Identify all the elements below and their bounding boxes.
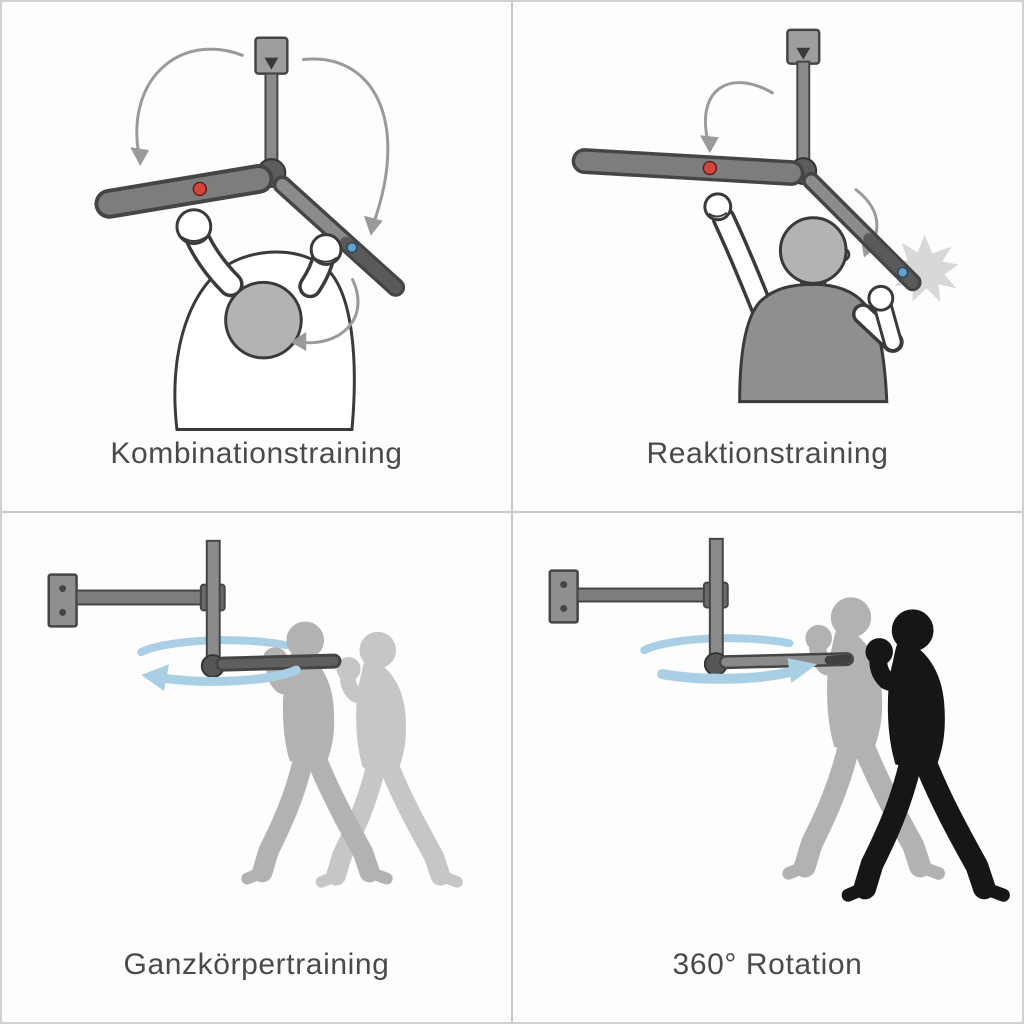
blue-target-button — [896, 266, 909, 279]
rotation-arrow-back — [640, 634, 794, 655]
panel-kombinationstraining: Kombinationstraining — [2, 2, 511, 511]
rotation-arrow-icon — [141, 664, 301, 691]
panel-360-rotation: 360° Rotation — [513, 513, 1022, 1022]
swing-arrow-left-icon — [699, 81, 775, 154]
padded-bar-right — [272, 175, 406, 297]
caption-reaktionstraining: Reaktionstraining — [646, 437, 889, 470]
red-target-button — [702, 160, 718, 176]
rotation-arrow-icon — [657, 658, 818, 684]
impact-burst-icon — [890, 234, 959, 303]
boxer-figure-top-view — [173, 208, 356, 431]
caption-kombinationstraining: Kombinationstraining — [110, 437, 403, 470]
ceiling-mount — [254, 36, 289, 167]
panel-reaktionstraining: Reaktionstraining — [513, 2, 1022, 511]
caption-ganzkoerpertraining: Ganzkörpertraining — [123, 948, 390, 981]
wall-mount — [47, 539, 226, 666]
rotation-arrow-back — [137, 636, 291, 657]
boxer-head — [778, 216, 848, 285]
boxer-figure-rear-view — [703, 192, 904, 404]
boxing-glove-left — [175, 208, 213, 246]
boxer-silhouette-rear — [321, 632, 457, 881]
reaktionstraining-illustration — [571, 28, 959, 404]
wall-mount — [548, 537, 729, 664]
blue-target-button — [346, 241, 358, 254]
raised-fist-right — [867, 284, 895, 312]
swing-arrow-left-icon — [130, 47, 245, 167]
ceiling-mount — [786, 28, 821, 161]
padded-bar-left — [94, 164, 274, 219]
padded-bar — [718, 652, 854, 670]
boxing-glove-right — [309, 233, 343, 266]
combination-arrow-icon — [290, 277, 360, 351]
red-target-button — [192, 181, 208, 197]
kombinationstraining-illustration — [94, 36, 406, 431]
panel-ganzkoerpertraining: Ganzkörpertraining — [2, 513, 511, 1022]
caption-360-rotation: 360° Rotation — [672, 948, 863, 981]
padded-bar-right — [802, 171, 922, 292]
ganzkoerpertraining-illustration — [47, 539, 511, 1022]
tank-top — [738, 282, 889, 404]
raised-fist-left — [703, 192, 733, 222]
padded-bar-left — [571, 148, 805, 186]
rotation-illustration — [548, 537, 1022, 1022]
swing-arrow-right-icon — [302, 57, 390, 236]
padded-bar — [215, 653, 342, 672]
boxer-head — [224, 280, 303, 360]
